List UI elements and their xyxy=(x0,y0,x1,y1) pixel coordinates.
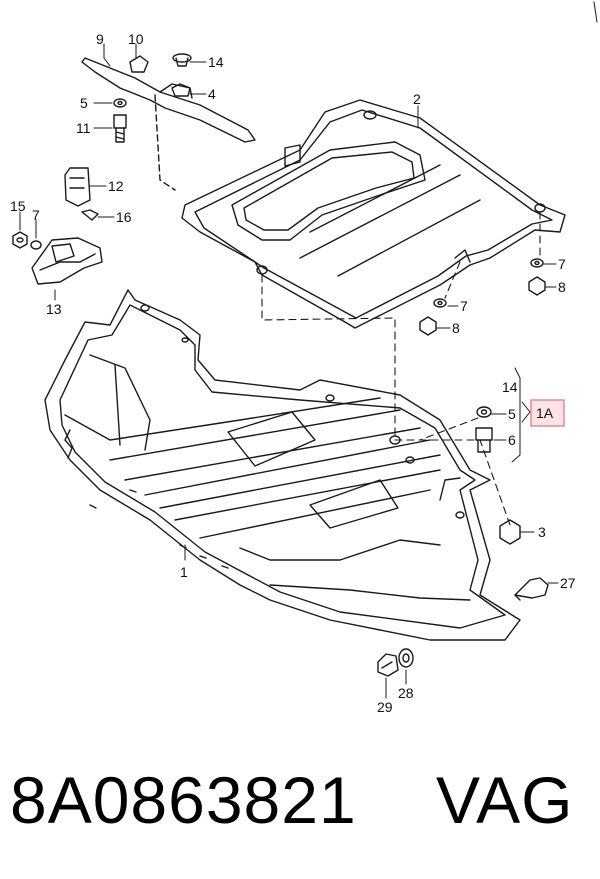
bracket-13 xyxy=(31,237,103,285)
part-number: 8A0863821 xyxy=(10,763,357,837)
margin-mark xyxy=(593,1,598,23)
callout-labels: 9 10 14 4 5 11 2 12 15 7 16 13 7 8 7 8 1… xyxy=(10,31,576,715)
leader-lines xyxy=(19,43,559,699)
callout-28: 28 xyxy=(398,685,414,701)
callout-6: 6 xyxy=(508,432,516,448)
callout-1A: 1A xyxy=(536,405,554,421)
callout-7b: 7 xyxy=(558,256,566,272)
callout-12: 12 xyxy=(108,178,124,194)
clip-27 xyxy=(514,577,549,601)
callout-7c: 7 xyxy=(460,298,468,314)
callout-14b: 14 xyxy=(502,379,518,395)
upper-shield-part-2 xyxy=(181,99,566,329)
callout-7a: 7 xyxy=(32,207,40,223)
callout-15: 15 xyxy=(10,198,26,214)
caption: 8A0863821 VAG xyxy=(10,762,600,872)
callout-13: 13 xyxy=(46,301,62,317)
callout-14a: 14 xyxy=(208,54,224,70)
bracket-line xyxy=(511,367,521,463)
callout-4: 4 xyxy=(208,86,216,102)
callout-5b: 5 xyxy=(508,406,516,422)
callout-3: 3 xyxy=(538,524,546,540)
nut-washer-left xyxy=(12,231,42,250)
callout-27: 27 xyxy=(560,575,576,591)
callout-2: 2 xyxy=(413,91,421,107)
callout-10: 10 xyxy=(128,31,144,47)
fastener-5-11 xyxy=(113,98,127,143)
callout-16: 16 xyxy=(116,209,132,225)
bracket-assembly xyxy=(81,53,256,191)
washer-5-bolt-6 xyxy=(475,406,493,453)
callout-9: 9 xyxy=(96,31,104,47)
brand-name: VAG xyxy=(436,763,574,837)
callout-8a: 8 xyxy=(558,279,566,295)
callout-11: 11 xyxy=(76,120,91,136)
engine-undertray-part-1 xyxy=(44,289,521,641)
highlight-box-1A xyxy=(530,399,565,427)
nut-3 xyxy=(499,519,521,545)
callout-5a: 5 xyxy=(80,95,88,111)
washer-28 xyxy=(398,648,414,668)
callout-8b: 8 xyxy=(452,320,460,336)
callout-1: 1 xyxy=(180,564,188,580)
bracket-12 xyxy=(64,167,99,221)
clip-29 xyxy=(377,653,399,677)
fastener-7-8-right xyxy=(419,258,546,336)
parts-diagram: 9 10 14 4 5 11 2 12 15 7 16 13 7 8 7 8 1… xyxy=(10,1,598,715)
callout-29: 29 xyxy=(377,699,393,715)
